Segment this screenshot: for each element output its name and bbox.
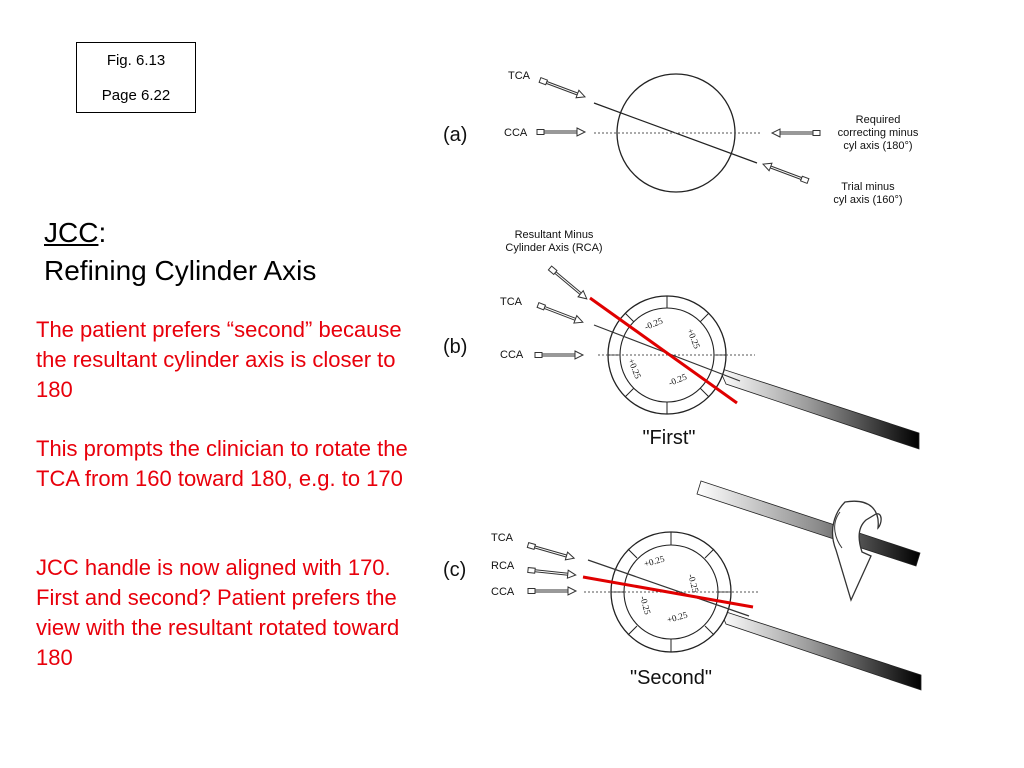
explanation-paragraph-2: This prompts the clinician to rotate the…	[36, 436, 408, 491]
panel-c-caption: "Second"	[630, 667, 712, 689]
rotation-handle	[696, 480, 921, 567]
panel-b-cca-arrow	[534, 350, 584, 360]
panel-a-required-line-1: Required	[856, 114, 901, 126]
panel-a-trial-line-2: cyl axis (160°)	[833, 194, 902, 206]
panel-c-letter: (c)	[443, 559, 466, 581]
title-subtitle: Refining Cylinder Axis	[44, 255, 317, 286]
panel-b-cca-label: CCA	[500, 349, 524, 361]
panel-c: (c) TCA RCA CCA +0.25 -0.25 -0.25 +0.25 …	[443, 480, 922, 691]
panel-a-required-line-2: correcting minus	[838, 127, 919, 139]
panel-a-cca-label: CCA	[504, 127, 528, 139]
panel-b-tca-label: TCA	[500, 296, 523, 308]
panel-a-trial-arrow	[761, 159, 810, 186]
panel-b-letter: (b)	[443, 336, 467, 358]
panel-c-tca-arrow	[526, 540, 576, 563]
panel-c-tca-line	[587, 559, 750, 617]
slide-title: JCC: Refining Cylinder Axis	[44, 214, 316, 290]
panel-a-letter: (a)	[443, 124, 467, 146]
panel-a-cca-arrow	[536, 127, 586, 137]
figure-reference-box: Fig. 6.13 Page 6.22	[76, 42, 196, 113]
page-number: Page 6.22	[101, 87, 171, 104]
panel-b: (b) Resultant Minus Cylinder Axis (RCA) …	[443, 229, 920, 450]
panel-b-jcc-handle	[718, 367, 920, 450]
title-abbreviation: JCC	[44, 217, 99, 248]
rotation-arrow-icon	[831, 500, 882, 602]
panel-c-cca-arrow	[527, 586, 577, 596]
panel-c-resultant-red-line	[582, 575, 754, 609]
panel-a: (a) TCA CCA Required correcting minus cy…	[443, 70, 919, 206]
panel-a-tca-label: TCA	[508, 70, 531, 82]
panel-b-rca-line-2: Cylinder Axis (RCA)	[505, 242, 602, 254]
panel-c-rca-arrow	[527, 565, 577, 580]
explanation-paragraph-1: The patient prefers “second” because the…	[36, 317, 402, 402]
explanation-paragraph-3: JCC handle is now aligned with 170. Firs…	[36, 555, 400, 670]
panel-c-cca-label: CCA	[491, 586, 515, 598]
panel-b-tca-arrow	[536, 300, 585, 327]
panel-a-required-arrow	[771, 128, 821, 138]
panel-c-tca-label: TCA	[491, 532, 514, 544]
panel-b-rca-arrow	[546, 264, 590, 303]
title-colon: :	[98, 217, 107, 248]
panel-a-tca-arrow	[538, 75, 587, 102]
panel-b-resultant-red-line	[589, 296, 738, 405]
panel-c-rca-label: RCA	[491, 560, 515, 572]
panel-b-rca-line-1: Resultant Minus	[515, 229, 594, 241]
panel-c-jcc-handle	[719, 609, 922, 691]
panel-a-required-line-3: cyl axis (180°)	[843, 140, 912, 152]
figure-number: Fig. 6.13	[106, 52, 166, 69]
panel-b-caption: "First"	[642, 427, 695, 449]
panel-a-trial-line-1: Trial minus	[841, 181, 895, 193]
